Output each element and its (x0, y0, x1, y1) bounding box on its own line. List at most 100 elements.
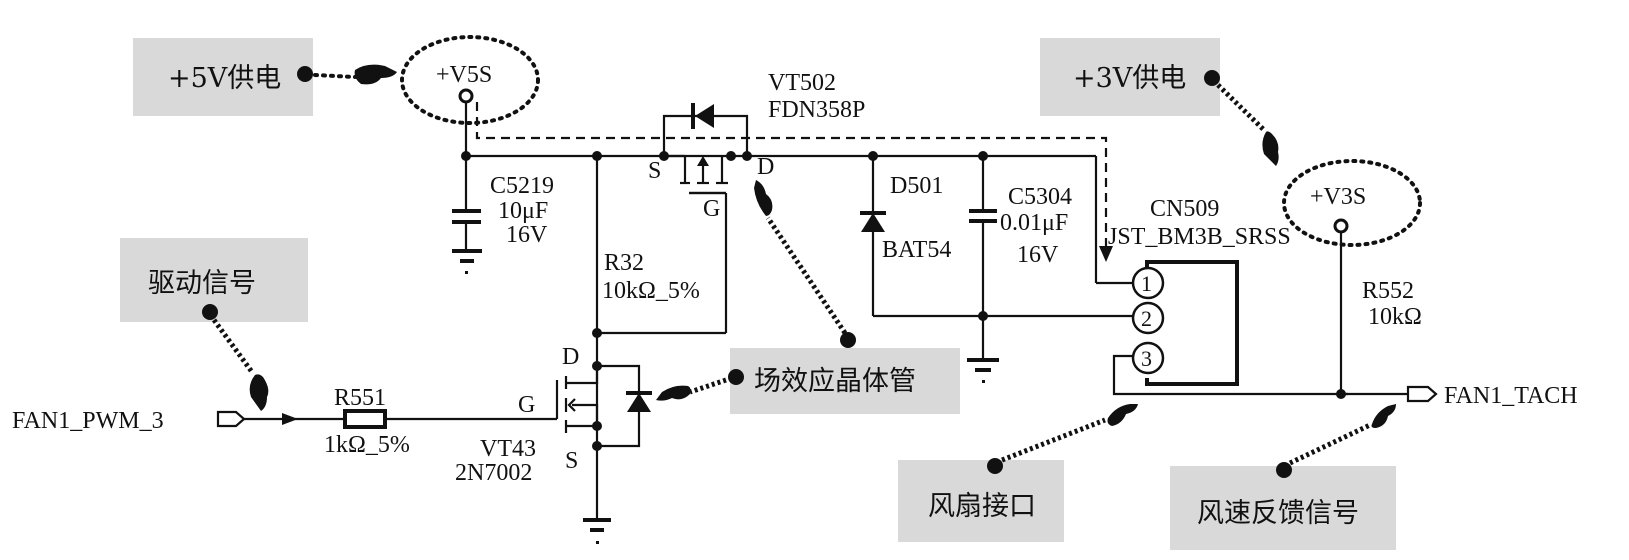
callout-anchor-dot (297, 66, 313, 82)
c5219-value: 10μF (498, 198, 548, 224)
c5219-rating: 16V (506, 222, 548, 248)
r32-ref: R32 (604, 250, 644, 276)
arrow-down-icon (1099, 246, 1113, 262)
callout-anchor-dot (728, 369, 744, 385)
power-terminal-icon (458, 88, 474, 104)
callout-anchor-dot (1204, 70, 1220, 86)
arrow-icon (567, 398, 576, 412)
r32-value: 10kΩ_5% (602, 278, 700, 304)
resistor-r32: R32 10kΩ_5% (592, 156, 728, 338)
vt43-pin-d: D (562, 344, 579, 370)
d501-ref: D501 (890, 173, 943, 199)
junction-dot (592, 421, 602, 431)
callout-fan-connector-label: 风扇接口 (928, 491, 1036, 522)
callout-fan-connector: 风扇接口 (898, 404, 1138, 542)
port-fan1-pwm: FAN1_PWM_3 (12, 408, 345, 434)
net-v3s: +V3S (1282, 159, 1422, 247)
callout-fan-speed-feedback-label: 风速反馈信号 (1197, 498, 1359, 529)
diode-icon (627, 393, 651, 412)
callout-leader-line (1001, 417, 1106, 463)
current-path-line (475, 102, 1108, 250)
vt502-ref: VT502 (768, 70, 836, 96)
net-v3s-label: +V3S (1310, 184, 1366, 210)
callout-v5-supply: +5V供电 (133, 38, 397, 116)
r551-ref: R551 (334, 385, 386, 411)
callout-box (730, 348, 960, 414)
callout-drive-signal-label: 驱动信号 (148, 268, 256, 299)
c5304-rating: 16V (1017, 242, 1059, 268)
capacitor-c5304: C5304 0.01μF 16V (967, 156, 1072, 383)
net-v5s-label: +V5S (436, 62, 492, 88)
junction-dot (978, 311, 988, 321)
callout-v5-supply-label: +5V供电 (168, 63, 281, 94)
callout-box (133, 38, 313, 116)
current-path (475, 102, 1113, 262)
callout-drive-signal: 驱动信号 (120, 238, 308, 411)
resistor-r552: R552 10kΩ (1336, 232, 1422, 399)
callout-anchor-dot (987, 458, 1003, 474)
vt43-pin-s: S (565, 448, 578, 474)
callout-leader-line (313, 73, 357, 79)
callout-fan-speed-feedback: 风速反馈信号 (1170, 404, 1396, 550)
arrow-up-icon (697, 156, 709, 166)
pin-number: 3 (1141, 346, 1152, 371)
arrow-right-icon (282, 413, 298, 425)
callout-fet-label: 场效应晶体管 (754, 366, 916, 397)
callout-leader-line (211, 318, 255, 374)
callout-leader-line (1216, 83, 1266, 132)
callout-box (898, 460, 1064, 542)
connector-pin-1 (1131, 266, 1165, 300)
callout-anchor-dot (202, 304, 218, 320)
callout-fet: 场效应晶体管 (656, 180, 960, 414)
diode-icon (861, 213, 885, 232)
r552-value: 10kΩ (1368, 304, 1422, 330)
vt502-pin-d: D (757, 154, 774, 180)
callout-v3-supply-label: +3V供电 (1073, 63, 1186, 94)
callout-leader-line (765, 216, 848, 335)
resistor-r551: R551 1kΩ_5% (324, 385, 557, 458)
resistor-body (343, 409, 387, 429)
c5219-ref: C5219 (490, 173, 554, 199)
pointing-hand-icon (1262, 131, 1279, 166)
callout-anchor-dot (840, 332, 856, 348)
ground-icon (596, 541, 599, 544)
vt43-part: 2N7002 (455, 460, 532, 486)
mosfet-vt502: S D G VT502 FDN358P (648, 70, 865, 222)
pointing-hand-icon (754, 180, 773, 216)
pointing-hand-icon (249, 374, 269, 411)
cn509-part: JST_BM3B_SRSS (1108, 224, 1291, 250)
callout-box (1040, 38, 1220, 116)
pointing-hand-icon (1371, 404, 1396, 428)
net-fan1-pwm-label: FAN1_PWM_3 (12, 408, 164, 434)
pointing-hand-icon (1107, 404, 1138, 426)
net-v5s: +V5S (400, 35, 540, 125)
power-terminal-icon (1333, 218, 1349, 234)
pointing-hand-icon (656, 385, 691, 401)
capacitor-c5219: C5219 10μF 16V (452, 156, 554, 274)
highlight-ellipse (400, 35, 540, 125)
connector-pin-3 (1131, 341, 1165, 375)
connector-pin-2 (1131, 301, 1165, 335)
ground-icon (465, 271, 468, 274)
port-icon (216, 410, 246, 428)
vt502-pin-s: S (648, 158, 661, 184)
c5304-value: 0.01μF (1000, 210, 1068, 236)
connector-cn509: 1 2 3 CN509 JST_BM3B_SRSS (1108, 196, 1348, 396)
net-fan1-tach-label: FAN1_TACH (1444, 383, 1578, 409)
ground-icon (982, 380, 985, 383)
r552-ref: R552 (1362, 278, 1414, 304)
r551-value: 1kΩ_5% (324, 432, 410, 458)
pin-number: 2 (1141, 306, 1152, 331)
d501-part: BAT54 (882, 237, 951, 263)
pointing-hand-icon (354, 64, 397, 85)
connector-body (1145, 260, 1239, 386)
vt502-pin-g: G (703, 196, 720, 222)
mosfet-vt43: D G S VT43 2N7002 (455, 333, 652, 544)
cn509-ref: CN509 (1150, 196, 1219, 222)
diode-icon (695, 104, 714, 128)
callout-leader-line (1288, 422, 1372, 466)
vt502-part: FDN358P (768, 97, 865, 123)
port-fan1-tach: FAN1_TACH (1341, 383, 1578, 409)
c5304-ref: C5304 (1008, 184, 1072, 210)
